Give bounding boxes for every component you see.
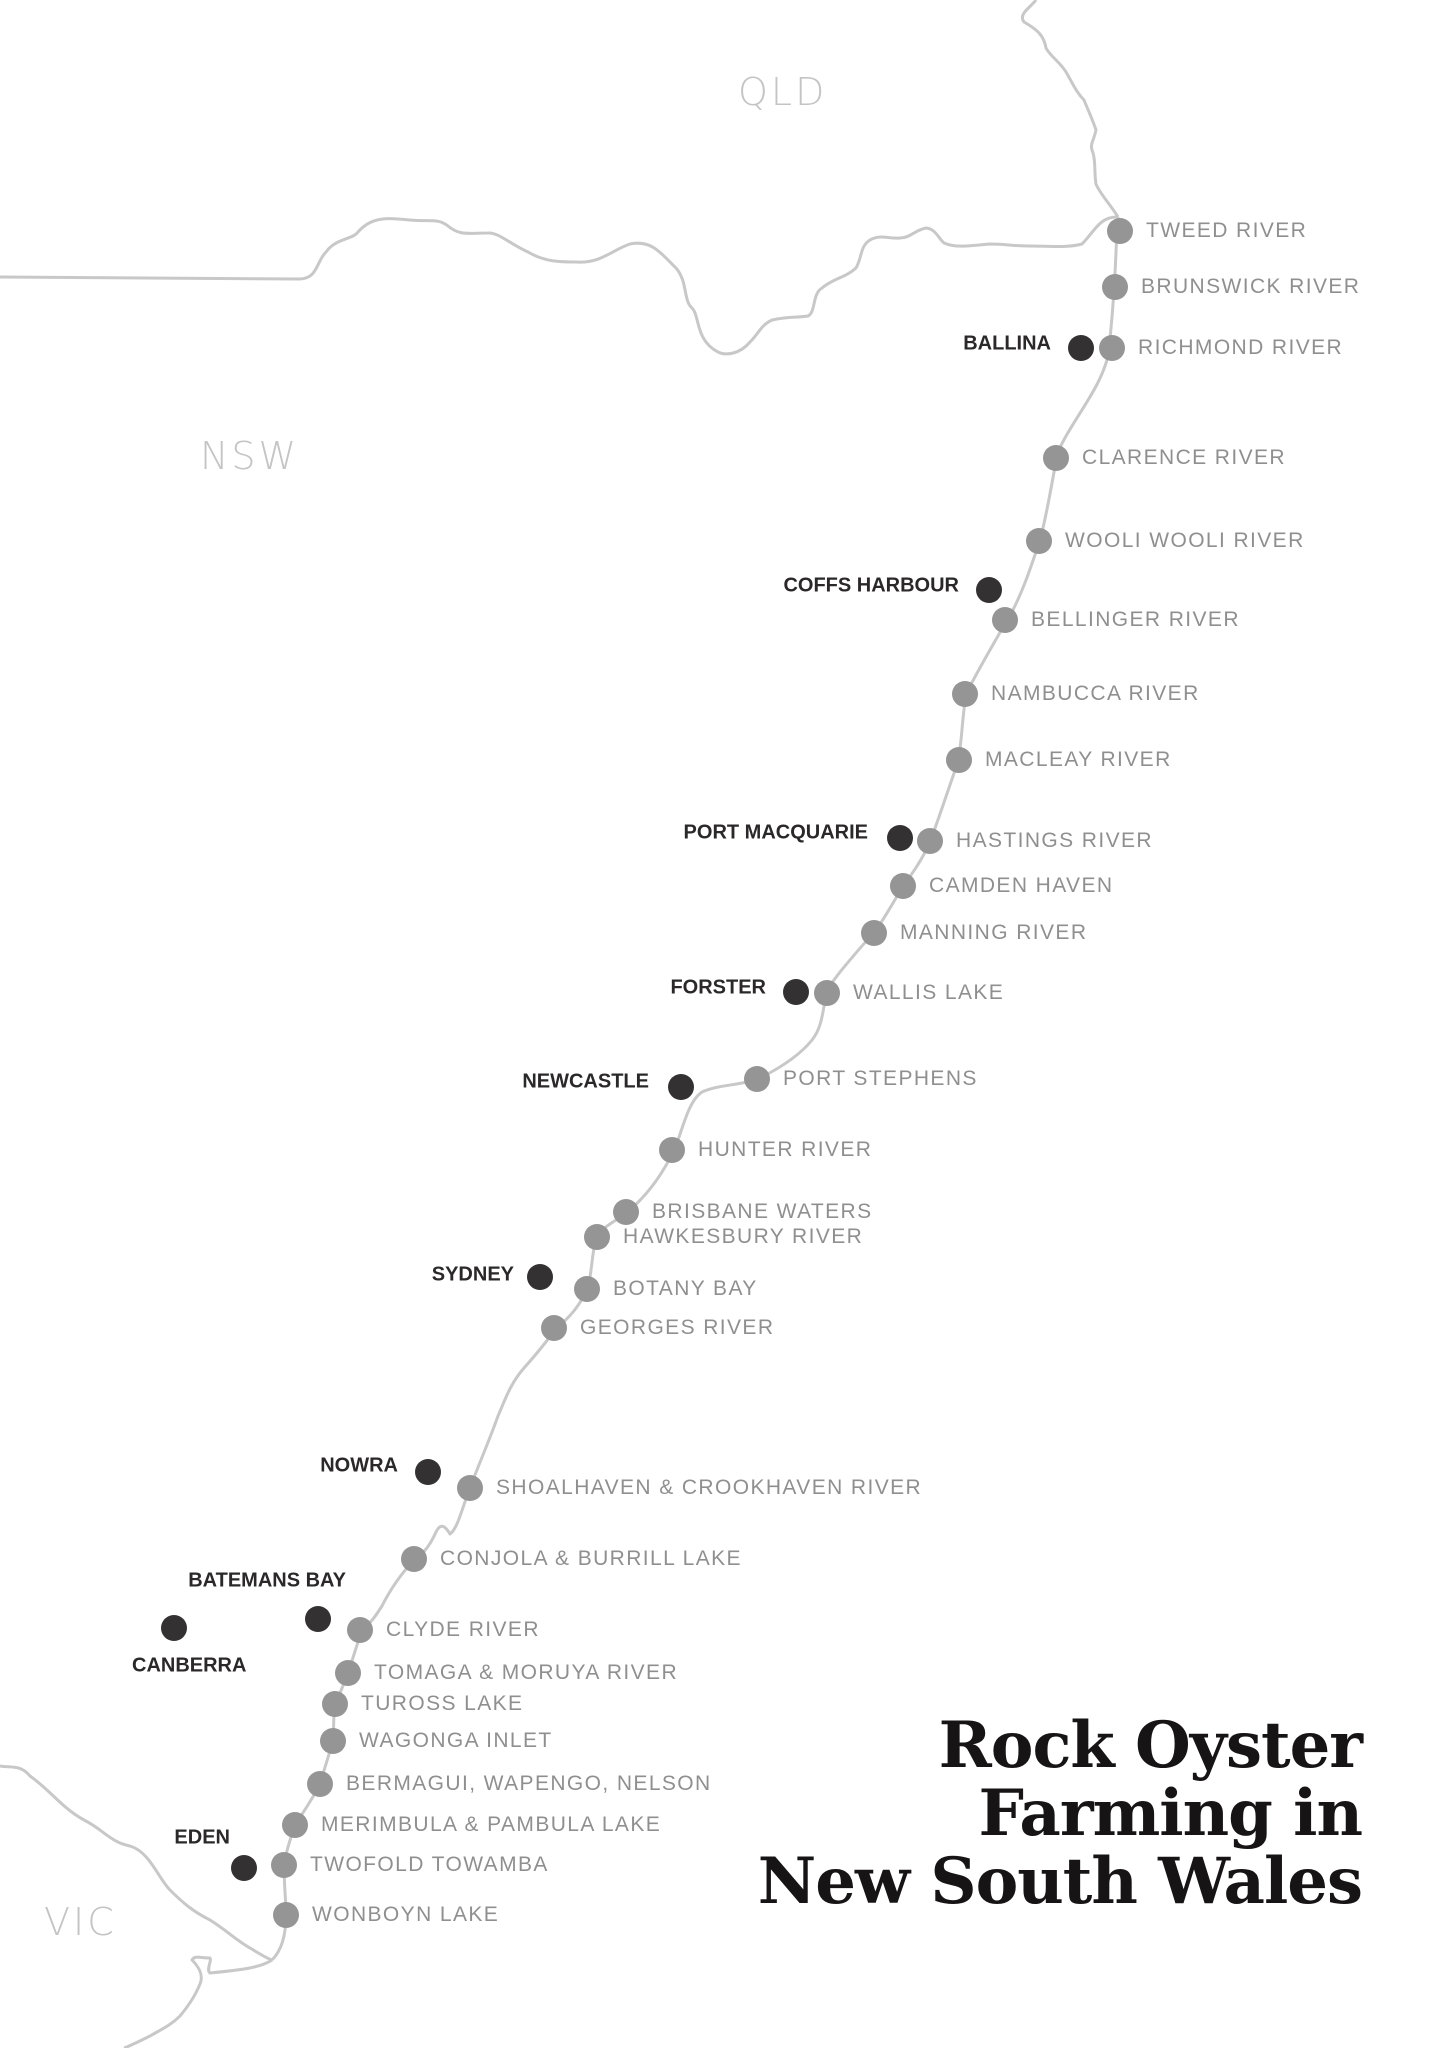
- town-label: SYDNEY: [431, 1263, 514, 1286]
- oyster-site-label: TWOFOLD TOWAMBA: [310, 1853, 549, 1876]
- oyster-site-marker-icon: [541, 1315, 567, 1341]
- oyster-site-label: WAGONGA INLET: [359, 1729, 553, 1752]
- town-marker-icon: [1068, 335, 1094, 361]
- oyster-site-marker-icon: [1026, 528, 1052, 554]
- oyster-site-marker-icon: [282, 1812, 308, 1838]
- oyster-site-marker-icon: [273, 1902, 299, 1928]
- oyster-site-marker-icon: [322, 1691, 348, 1717]
- oyster-site-label: BELLINGER RIVER: [1031, 608, 1240, 631]
- oyster-site-label: BRUNSWICK RIVER: [1141, 275, 1361, 298]
- town-marker-icon: [231, 1855, 257, 1881]
- town-marker-icon: [976, 577, 1002, 603]
- oyster-site-label: CAMDEN HAVEN: [929, 874, 1114, 897]
- region-label-nsw: NSW: [200, 434, 300, 478]
- town-label: COFFS HARBOUR: [783, 574, 959, 597]
- oyster-site-marker-icon: [952, 681, 978, 707]
- oyster-site-marker-icon: [1099, 335, 1125, 361]
- oyster-site-label: TWEED RIVER: [1146, 219, 1308, 242]
- oyster-site-label: HAWKESBURY RIVER: [623, 1225, 864, 1248]
- oyster-site-label: GEORGES RIVER: [580, 1316, 775, 1339]
- oyster-site-marker-icon: [347, 1617, 373, 1643]
- town-label: PORT MACQUARIE: [683, 821, 868, 844]
- town-marker-icon: [887, 825, 913, 851]
- oyster-site-label: MANNING RIVER: [900, 921, 1088, 944]
- oyster-site-label: PORT STEPHENS: [783, 1067, 978, 1090]
- oyster-site-marker-icon: [271, 1852, 297, 1878]
- vic-coastline: [123, 1955, 273, 2048]
- oyster-site-marker-icon: [574, 1276, 600, 1302]
- oyster-site-label: MERIMBULA & PAMBULA LAKE: [321, 1813, 662, 1836]
- region-label-vic: VIC: [44, 1900, 117, 1944]
- oyster-site-marker-icon: [1102, 274, 1128, 300]
- town-label: NOWRA: [320, 1454, 398, 1477]
- town-marker-icon: [783, 979, 809, 1005]
- nsw-vic-border: [0, 1764, 273, 1962]
- oyster-site-marker-icon: [457, 1475, 483, 1501]
- town-marker-icon: [415, 1459, 441, 1485]
- oyster-site-label: BRISBANE WATERS: [652, 1200, 873, 1223]
- oyster-site-label: TUROSS LAKE: [361, 1692, 524, 1715]
- oyster-site-marker-icon: [320, 1728, 346, 1754]
- oyster-site-label: BERMAGUI, WAPENGO, NELSON: [346, 1772, 712, 1795]
- oyster-site-label: CLARENCE RIVER: [1082, 446, 1286, 469]
- oyster-site-label: SHOALHAVEN & CROOKHAVEN RIVER: [496, 1476, 923, 1499]
- town-marker-icon: [668, 1074, 694, 1100]
- oyster-site-marker-icon: [584, 1224, 610, 1250]
- oyster-site-label: WALLIS LAKE: [853, 981, 1005, 1004]
- town-marker-icon: [161, 1615, 187, 1641]
- oyster-site-label: MACLEAY RIVER: [985, 748, 1172, 771]
- town-label: NEWCASTLE: [522, 1070, 649, 1093]
- oyster-site-marker-icon: [613, 1199, 639, 1225]
- oyster-site-label: RICHMOND RIVER: [1138, 336, 1344, 359]
- oyster-site-label: CLYDE RIVER: [386, 1618, 540, 1641]
- region-label-qld: QLD: [738, 70, 828, 114]
- town-label: BALLINA: [963, 332, 1051, 355]
- oyster-site-label: NAMBUCCA RIVER: [991, 682, 1200, 705]
- title-line-1: Rock Oyster: [938, 1708, 1363, 1783]
- oyster-site-marker-icon: [890, 873, 916, 899]
- title-line-3: New South Wales: [757, 1844, 1363, 1919]
- oyster-site-label: CONJOLA & BURRILL LAKE: [440, 1547, 742, 1570]
- town-label: CANBERRA: [132, 1654, 247, 1677]
- town-label: EDEN: [174, 1826, 230, 1849]
- oyster-site-marker-icon: [917, 828, 943, 854]
- oyster-site-marker-icon: [992, 607, 1018, 633]
- oyster-site-label: TOMAGA & MORUYA RIVER: [374, 1661, 679, 1684]
- oyster-site-marker-icon: [744, 1066, 770, 1092]
- oyster-site-marker-icon: [401, 1546, 427, 1572]
- town-marker-icon: [527, 1264, 553, 1290]
- town-label: FORSTER: [670, 976, 766, 999]
- oyster-site-marker-icon: [946, 747, 972, 773]
- oyster-site-label: WONBOYN LAKE: [312, 1903, 500, 1926]
- oyster-site-label: HASTINGS RIVER: [956, 829, 1153, 852]
- oyster-site-label: WOOLI WOOLI RIVER: [1065, 529, 1305, 552]
- town-label: BATEMANS BAY: [188, 1569, 346, 1592]
- oyster-site-marker-icon: [814, 980, 840, 1006]
- oyster-site-marker-icon: [861, 920, 887, 946]
- oyster-site-marker-icon: [307, 1771, 333, 1797]
- qld-coast: [1021, 0, 1120, 218]
- oyster-site-marker-icon: [1107, 218, 1133, 244]
- oyster-site-label: BOTANY BAY: [613, 1277, 758, 1300]
- qld-nsw-border: [0, 215, 1119, 356]
- oyster-site-label: HUNTER RIVER: [698, 1138, 873, 1161]
- title-line-2: Farming in: [978, 1776, 1363, 1851]
- town-marker-icon: [305, 1606, 331, 1632]
- map-title: Rock Oyster Farming in New South Wales: [757, 1708, 1363, 1919]
- oyster-site-marker-icon: [335, 1660, 361, 1686]
- oyster-site-marker-icon: [659, 1137, 685, 1163]
- oyster-site-marker-icon: [1043, 445, 1069, 471]
